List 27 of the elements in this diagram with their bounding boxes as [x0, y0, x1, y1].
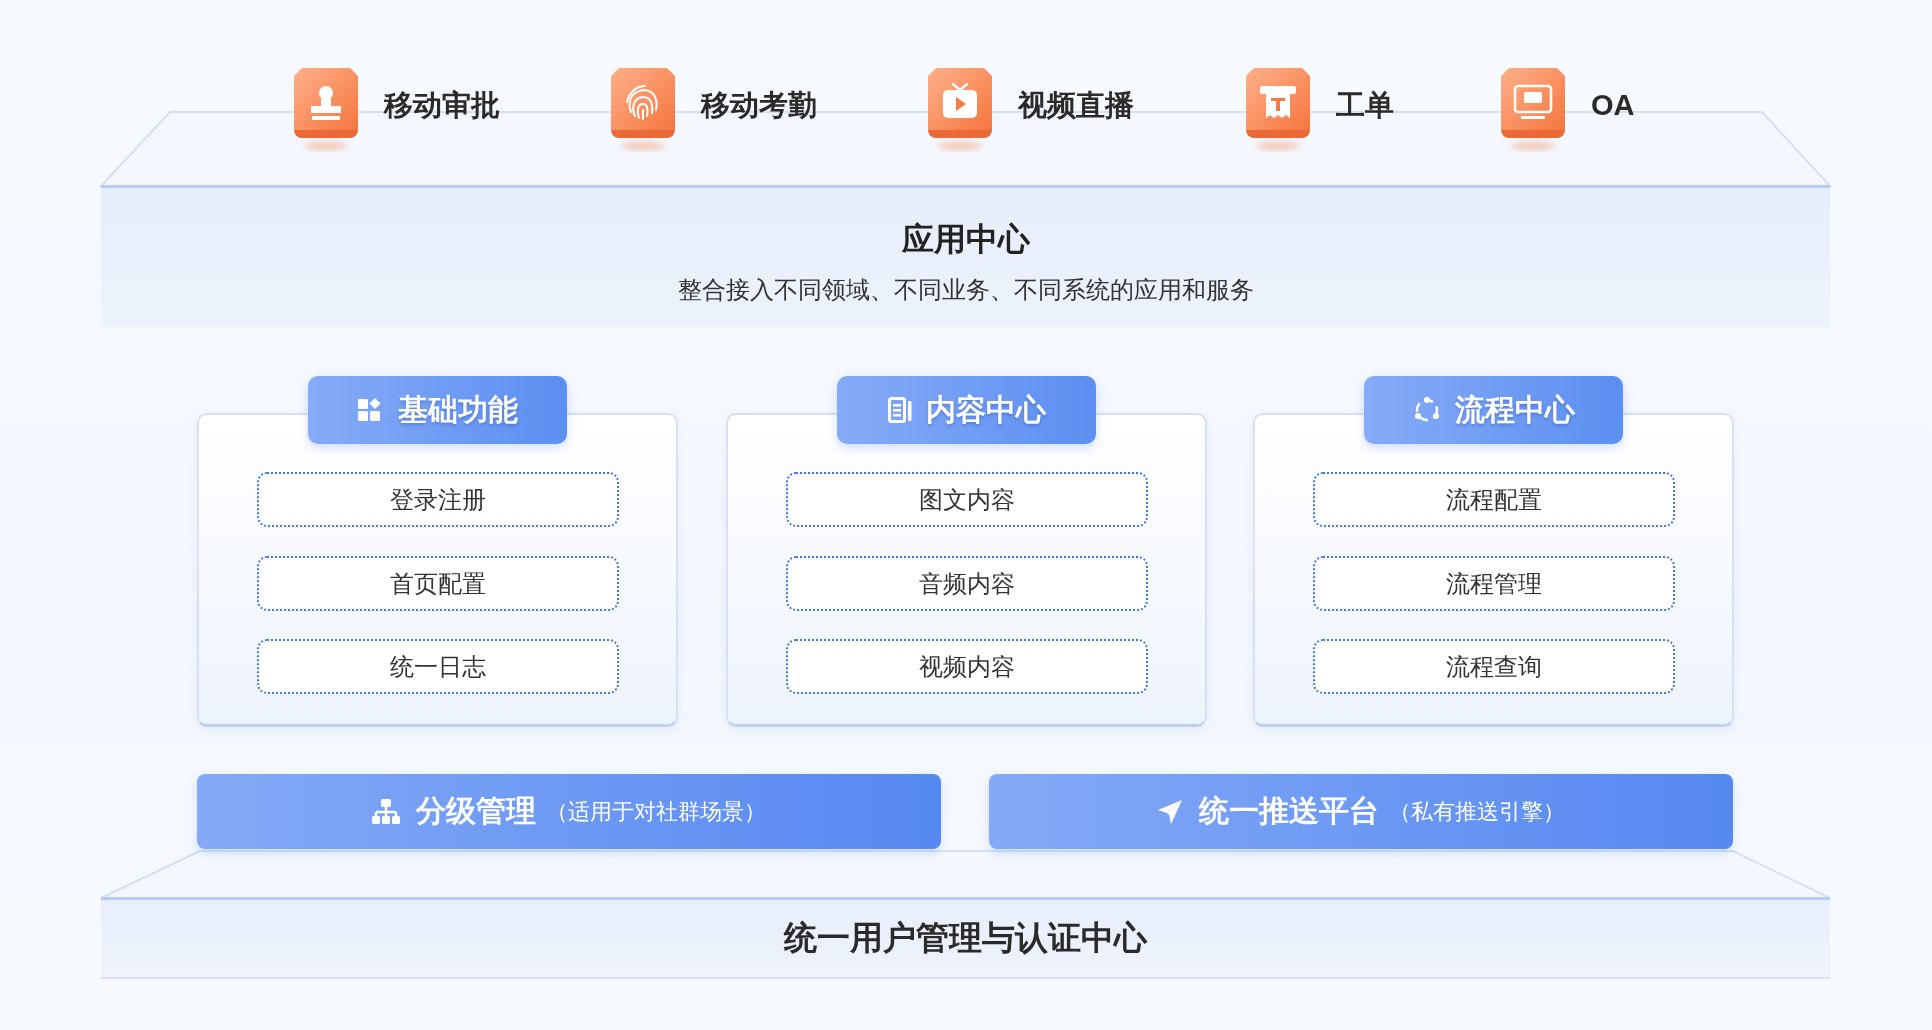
platform-band	[101, 185, 1830, 327]
app-label: 移动考勤	[701, 88, 817, 123]
bar-note: （适用于对社群场景）	[546, 797, 766, 826]
band-subtitle: 整合接入不同领域、不同业务、不同系统的应用和服务	[677, 275, 1254, 305]
service-bar	[197, 774, 941, 849]
feature-item: 登录注册	[257, 472, 619, 527]
app-label: 移动审批	[384, 88, 500, 123]
app-label: 工单	[1336, 88, 1394, 123]
feature-item: 首页配置	[257, 556, 619, 611]
panel-title: 流程中心	[1454, 391, 1575, 428]
feature-item: 图文内容	[786, 472, 1148, 527]
feature-item: 流程查询	[1313, 639, 1675, 694]
bar-title: 统一推送平台	[1199, 793, 1379, 829]
bar-title: 分级管理	[416, 793, 536, 829]
service-bar	[989, 774, 1733, 849]
bar-note: （私有推送引擎）	[1389, 797, 1565, 826]
panel-title: 内容中心	[925, 391, 1046, 428]
app-label: OA	[1591, 88, 1635, 123]
panel-title: 基础功能	[397, 391, 518, 428]
feature-item: 统一日志	[257, 639, 619, 694]
feature-item: 流程配置	[1313, 472, 1675, 527]
feature-item: 流程管理	[1313, 556, 1675, 611]
band-title: 应用中心	[901, 220, 1030, 259]
platform-band: 统一用户管理与认证中心	[101, 897, 1830, 979]
feature-item: 音频内容	[786, 556, 1148, 611]
app-label: 视频直播	[1018, 88, 1134, 123]
feature-item: 视频内容	[786, 639, 1148, 694]
